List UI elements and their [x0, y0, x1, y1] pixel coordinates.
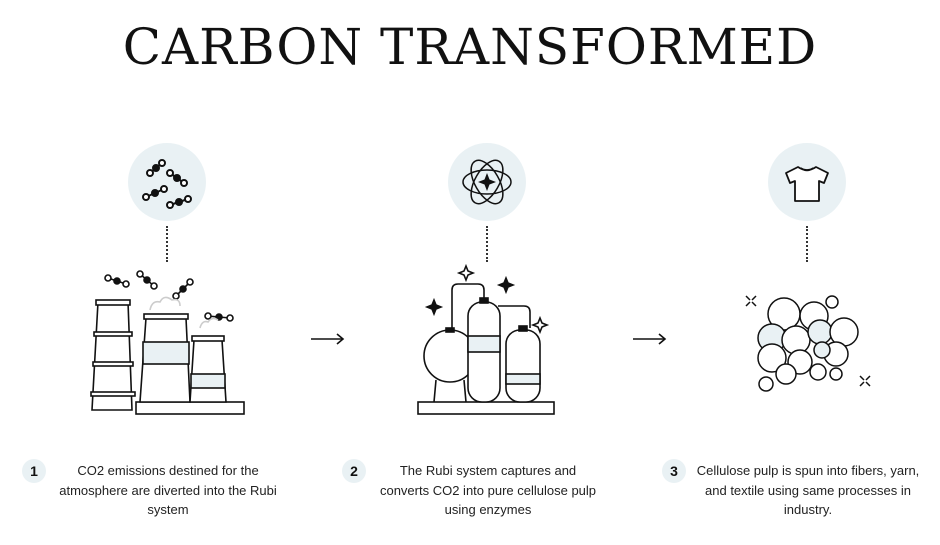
step-3-number: 3: [662, 459, 686, 483]
connector-line-2: [486, 226, 488, 262]
arrow-right-icon: [632, 332, 668, 351]
step-2-description: The Rubi system captures and converts CO…: [379, 463, 597, 517]
step-1-number: 1: [22, 459, 46, 483]
molecules-icon: [128, 143, 206, 221]
step-2-number: 2: [342, 459, 366, 483]
page-title: CARBON TRANSFORMED: [122, 18, 818, 76]
tshirt-icon: [768, 143, 846, 221]
step-3-description: Cellulose pulp is spun into fibers, yarn…: [696, 463, 920, 517]
cellulose-pulp-illustration: [738, 288, 878, 403]
step-1-description: CO2 emissions destined for the atmospher…: [59, 463, 277, 517]
arrow-right-icon: [310, 332, 346, 351]
factory-illustration: [80, 262, 250, 427]
bioreactor-illustration: [412, 262, 562, 427]
connector-line-1: [166, 226, 168, 262]
connector-line-3: [806, 226, 808, 262]
orbit-sparkle-icon: [448, 143, 526, 221]
